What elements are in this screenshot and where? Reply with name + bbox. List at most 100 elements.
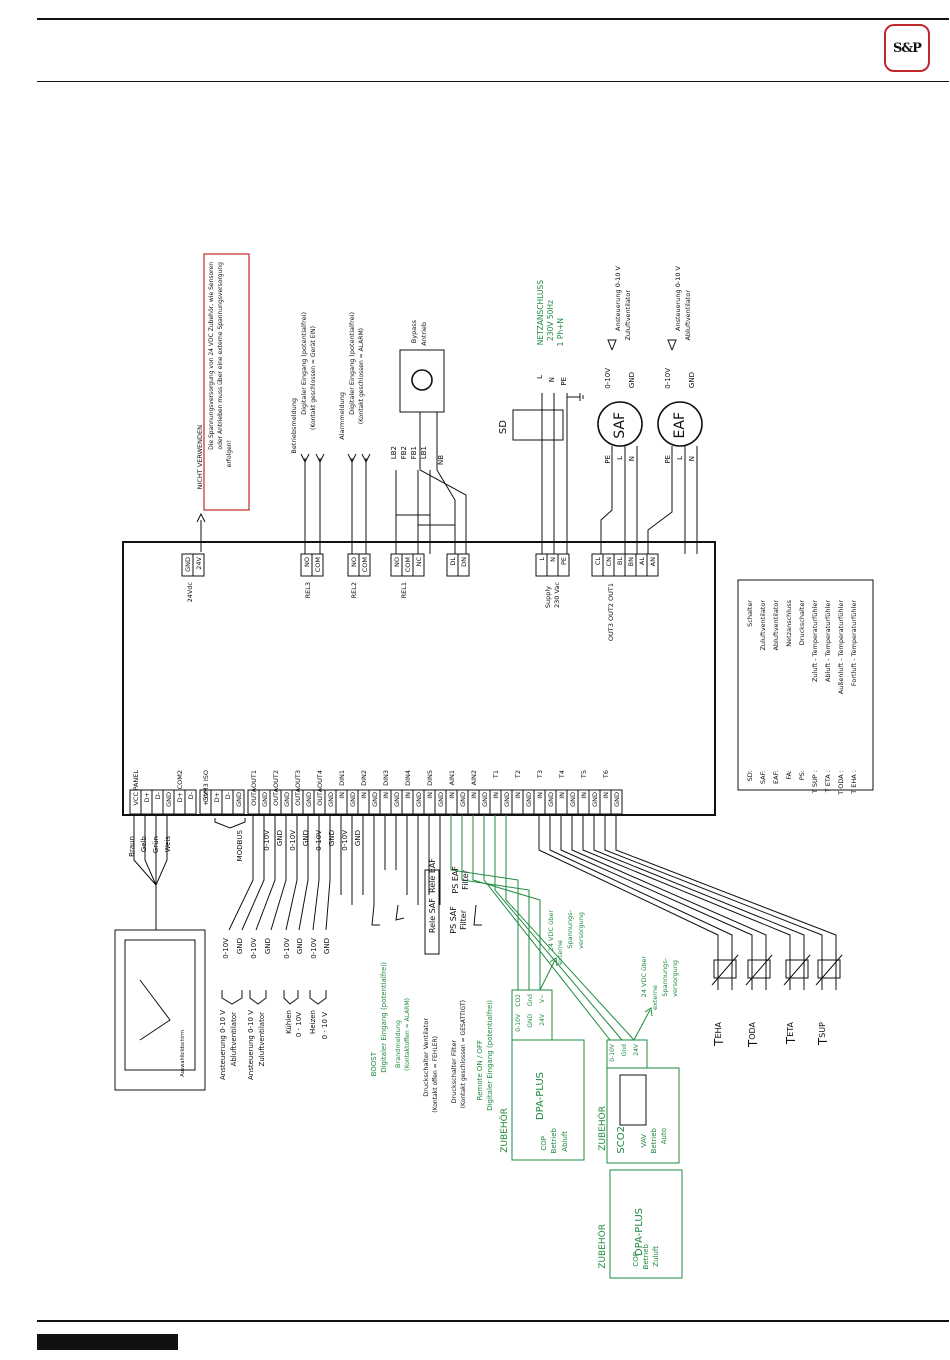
rel3-note: (Kontakt geschlossen = Gerät EIN) <box>310 326 317 431</box>
saf-signal-label: 0-10V <box>604 368 612 389</box>
acc1-box <box>511 1039 585 1161</box>
sensor-sub: ETA <box>786 1022 795 1037</box>
bottom-pin-label: GND <box>547 792 555 807</box>
sensor-label: TODA <box>746 1022 760 1047</box>
legend-value: Abluftventilator <box>772 600 780 651</box>
bottom-group-name: DIN3 <box>382 770 390 786</box>
rel3-note: Digitaler Eingang (potentialfrei) <box>300 312 308 415</box>
aout-note: Ansteuerung 0-10 V <box>219 1010 227 1080</box>
dldn-pin <box>457 553 470 577</box>
panel-wire <box>144 815 157 886</box>
brace <box>361 453 371 464</box>
bottom-group-name: T5 <box>580 770 588 779</box>
aout-note: Abluftventilator <box>230 1012 238 1067</box>
bottom-group-name: DIN5 <box>426 770 434 786</box>
rel3-pin-label: COM <box>314 557 322 573</box>
outs-pin-label: AL <box>638 557 646 566</box>
aout-wire-label: GND <box>328 830 336 847</box>
bottom-pin-label: GND <box>349 792 357 807</box>
sd-wire-label: N <box>548 377 556 383</box>
rel2-pin-label: NO <box>350 557 358 567</box>
aout-wire <box>312 815 320 931</box>
aout-note: 0 - 10V <box>295 1012 303 1038</box>
din-note: Digitaler Eingang (potentialfrei) <box>486 1000 494 1111</box>
aout-note: Zuluftventilator <box>258 1012 266 1067</box>
modbus-label: MODBUS <box>236 830 244 862</box>
bottom-pin-label: GND <box>481 792 489 807</box>
bottom-pin-label: OUT <box>250 792 258 806</box>
acc2-tag: ZUBEHÖR <box>598 1106 608 1151</box>
panel-wire <box>133 815 157 886</box>
acc2-pin: 0-10V <box>609 1044 616 1062</box>
panel-wire-label: Weis <box>164 836 172 853</box>
din-note: BOOST <box>370 1052 378 1077</box>
eaf-note: Abluftventilator <box>684 290 692 341</box>
supply-caption: Supply <box>544 586 552 609</box>
ain-wire <box>505 815 635 1041</box>
bottom-pin-label: GND <box>371 792 379 807</box>
eaf-wire-label: N <box>688 456 696 462</box>
bottom-pin-label: GND <box>415 792 423 807</box>
supply-caption: 230 Vac <box>553 582 561 608</box>
bottom-pin-label: GND <box>305 792 313 807</box>
outs-pin-label: CN <box>605 557 613 567</box>
eaf-wire-label: L <box>676 456 684 460</box>
bottom-pin-label: IN <box>426 792 434 799</box>
warning-line: Die Spannungsversorgung von 24 VDC Zubeh… <box>208 262 215 450</box>
sensor-wire <box>560 815 753 990</box>
bottom-pin-label: IN <box>448 792 456 799</box>
acc3-sub: Betrieb <box>642 1244 650 1270</box>
aout-wire <box>255 815 276 931</box>
acc3-sub: Zuluft <box>652 1246 660 1267</box>
bottom-pin-label: IN <box>470 792 478 799</box>
bypass-knob <box>411 369 433 391</box>
bottom-pin <box>184 789 197 815</box>
sensor-wire <box>571 815 767 990</box>
sd-wire-label: PE <box>560 377 568 386</box>
aout-wire-label: 0-10V <box>315 830 323 851</box>
ain-supply-label: 24 VDC über <box>640 956 648 998</box>
rel3-note: Betriebsmeldung <box>290 398 298 454</box>
aout-small-label: GND <box>264 938 272 955</box>
din-switch <box>395 904 405 921</box>
aout-wire <box>325 815 331 931</box>
aout-wire <box>228 815 254 931</box>
supply-pin-label: L <box>538 557 546 561</box>
ain-wire <box>483 815 611 1041</box>
panel-device-arrow <box>139 979 171 1041</box>
arrow <box>549 957 558 967</box>
bottom-pin-label: GND <box>235 792 243 807</box>
saf-note: Zuluftventilator <box>624 290 632 341</box>
sp-logo: S&P <box>884 24 930 72</box>
din-note: Brandmeldung <box>394 1020 402 1068</box>
bottom-group-name: PANEL <box>132 770 140 791</box>
aout-wire <box>241 815 265 931</box>
ps-eaf-label: Filter <box>461 870 470 890</box>
sensor-wire <box>593 815 805 990</box>
acc2-sub: VAV <box>640 1134 648 1148</box>
bottom-group-name: DIN2 <box>360 770 368 786</box>
bottom-pin-label: GND <box>261 792 269 807</box>
rel3-caption: REL3 <box>304 582 312 599</box>
bottom-pin-label: D+ <box>176 792 184 803</box>
din-note: Remote ON / OFF <box>476 1040 484 1101</box>
bottom-pin-label: IN <box>404 792 412 799</box>
warning-line: erfolgen! <box>226 440 233 468</box>
bottom-pin-label: VCC <box>132 792 140 806</box>
acc1-sub: COP <box>540 1136 548 1151</box>
bottom-pin-label: IN <box>338 792 346 799</box>
panel-screen <box>124 939 196 1071</box>
ps-eaf-label: PS EAF <box>451 866 460 894</box>
bottom-pin-label: D- <box>224 792 232 800</box>
legend-value: Druckschalter <box>798 600 806 646</box>
legend-value: Zuluft - Temperaturfühler <box>811 600 819 683</box>
rel3-pin <box>311 553 324 577</box>
bottom-pin-label: GND <box>525 792 533 807</box>
bypass-wire-label: NB <box>437 455 445 466</box>
aout-small-label: 0-10V <box>250 938 258 959</box>
legend-key: PS: <box>798 770 806 781</box>
bottom-pin-label: GND <box>503 792 511 807</box>
brace <box>315 453 325 464</box>
aout-note: 0 - 10 V <box>321 1012 329 1040</box>
